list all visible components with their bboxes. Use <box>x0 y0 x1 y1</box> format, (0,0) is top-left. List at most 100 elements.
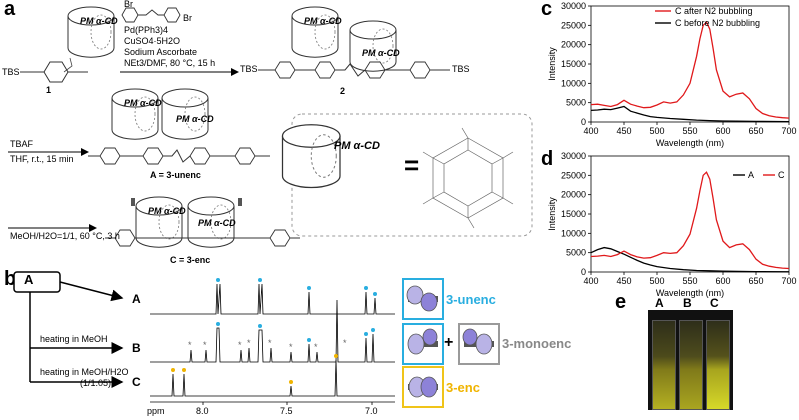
x-tick-label: 450 <box>616 126 631 136</box>
y-tick-label: 10000 <box>561 78 586 88</box>
series-line-1 <box>590 171 790 270</box>
svg-text:*: * <box>343 338 347 348</box>
tbs-label-2-right: TBS <box>452 64 470 74</box>
y-tick-label: 0 <box>581 267 586 277</box>
y-tick-label: 5000 <box>566 98 586 108</box>
nmr-row-b-label: B <box>132 341 141 355</box>
ppm-axis-label: ppm <box>147 406 165 416</box>
x-tick-label: 650 <box>748 126 763 136</box>
pm-cd-label-2b: PM α-CD <box>362 48 400 58</box>
condition-1-line-2: CuSO4·5H2O <box>124 36 181 46</box>
ppm-tick-7-5: 7.5 <box>280 406 293 416</box>
condition-1-line-3: Sodium Ascorbate <box>124 47 198 57</box>
legend-label-1: C <box>778 170 785 180</box>
panel-label-d: d <box>541 148 554 170</box>
x-tick-label: 600 <box>715 276 730 286</box>
pm-cd-label-box: PM α-CD <box>334 140 380 152</box>
y-tick-label: 30000 <box>561 1 586 11</box>
svg-text:*: * <box>268 338 272 348</box>
compound-a-label: A = 3-unenc <box>150 170 201 180</box>
compound-1-label: 1 <box>46 85 52 95</box>
x-tick-label: 450 <box>616 276 631 286</box>
legend-label-0: A <box>748 170 754 180</box>
y-tick-label: 30000 <box>561 151 586 161</box>
nmr-row-a-label: A <box>132 292 141 306</box>
panel-label-c: c <box>541 0 553 20</box>
y-tick-label: 15000 <box>561 209 586 219</box>
series-line-0 <box>590 21 790 119</box>
svg-text:*: * <box>238 340 242 350</box>
enc-tag: 3-enc <box>446 380 480 395</box>
monoenc-cartoon-icon-2 <box>458 323 500 365</box>
legend-label-1: C before N2 bubbling <box>675 18 760 28</box>
x-axis-label: Wavelength (nm) <box>656 288 724 298</box>
tbs-label-2-left: TBS <box>240 64 258 74</box>
series-line-0 <box>590 246 790 273</box>
nmr-row-c-label: C <box>132 375 141 389</box>
panel-label-b: b <box>4 268 17 290</box>
plus-sign: + <box>444 334 454 351</box>
y-tick-label: 25000 <box>561 20 586 30</box>
pm-cd-label-2a: PM α-CD <box>304 16 342 26</box>
arrow-label-meoh-h2o: heating in MeOH/H2O <box>40 367 129 377</box>
x-tick-label: 400 <box>583 276 598 286</box>
pm-cd-label-c2: PM α-CD <box>198 218 236 228</box>
y-tick-label: 20000 <box>561 40 586 50</box>
y-tick-label: 20000 <box>561 190 586 200</box>
arrow-label-meoh: heating in MeOH <box>40 334 108 344</box>
x-tick-label: 700 <box>781 276 796 286</box>
monoenc-cartoon-icon-1 <box>402 323 444 365</box>
reagent-br-right: Br <box>183 13 192 23</box>
condition-3: MeOH/H2O=1/1, 60 °C, 3 h <box>10 231 120 241</box>
synthesis-scheme <box>8 6 533 248</box>
svg-text:*: * <box>247 338 251 348</box>
y-tick-label: 15000 <box>561 59 586 69</box>
enc-cartoon-icon <box>402 366 444 408</box>
y-axis-label: Intensity <box>547 197 557 231</box>
x-axis-label: Wavelength (nm) <box>656 138 724 148</box>
y-tick-label: 5000 <box>566 248 586 258</box>
arrow-label-ratio: (1/1.05) <box>80 378 112 388</box>
x-tick-label: 500 <box>649 276 664 286</box>
svg-text:*: * <box>203 340 207 350</box>
y-axis-label: Intensity <box>547 47 557 81</box>
y-tick-label: 25000 <box>561 170 586 180</box>
reagent-br-left: Br <box>124 0 133 9</box>
series-line-1 <box>590 105 790 123</box>
pm-cd-label-a1: PM α-CD <box>124 98 162 108</box>
condition-1-line-1: Pd(PPh3)4 <box>124 25 169 35</box>
unenc-cartoon-icon <box>402 278 444 320</box>
compound-2-label: 2 <box>340 86 346 96</box>
unenc-tag: 3-unenc <box>446 292 496 307</box>
vial-label-b: B <box>683 296 692 310</box>
nmr-schematic: * * * * * * * * <box>13 271 395 405</box>
condition-2-line-2: THF, r.t., 15 min <box>10 154 74 164</box>
compound-c-label: C = 3-enc <box>170 255 211 265</box>
tbs-label-1: TBS <box>2 67 20 77</box>
vial-label-c: C <box>710 296 719 310</box>
pm-cd-label-c1: PM α-CD <box>148 206 186 216</box>
y-tick-label: 0 <box>581 117 586 127</box>
panel-label-e: e <box>615 291 627 313</box>
vial-label-a: A <box>655 296 664 310</box>
nmr-start-label: A <box>24 272 34 287</box>
condition-1-line-4: NEt3/DMF, 80 °C, 15 h <box>124 58 216 68</box>
ppm-tick-7: 7.0 <box>365 406 378 416</box>
x-tick-label: 700 <box>781 126 796 136</box>
y-tick-label: 10000 <box>561 228 586 238</box>
svg-text:*: * <box>188 340 192 350</box>
x-tick-label: 600 <box>715 126 730 136</box>
x-tick-label: 400 <box>583 126 598 136</box>
svg-text:*: * <box>289 342 293 352</box>
condition-2-line-1: TBAF <box>10 139 34 149</box>
equals-sign: = <box>404 150 420 180</box>
monoenc-tag: 3-monoenc <box>502 336 572 351</box>
svg-text:*: * <box>314 342 318 352</box>
pm-cd-label-1: PM α-CD <box>80 16 118 26</box>
panel-label-a: a <box>4 0 16 20</box>
x-tick-label: 650 <box>748 276 763 286</box>
vial-photo <box>648 310 733 410</box>
plot-frame <box>590 155 790 273</box>
